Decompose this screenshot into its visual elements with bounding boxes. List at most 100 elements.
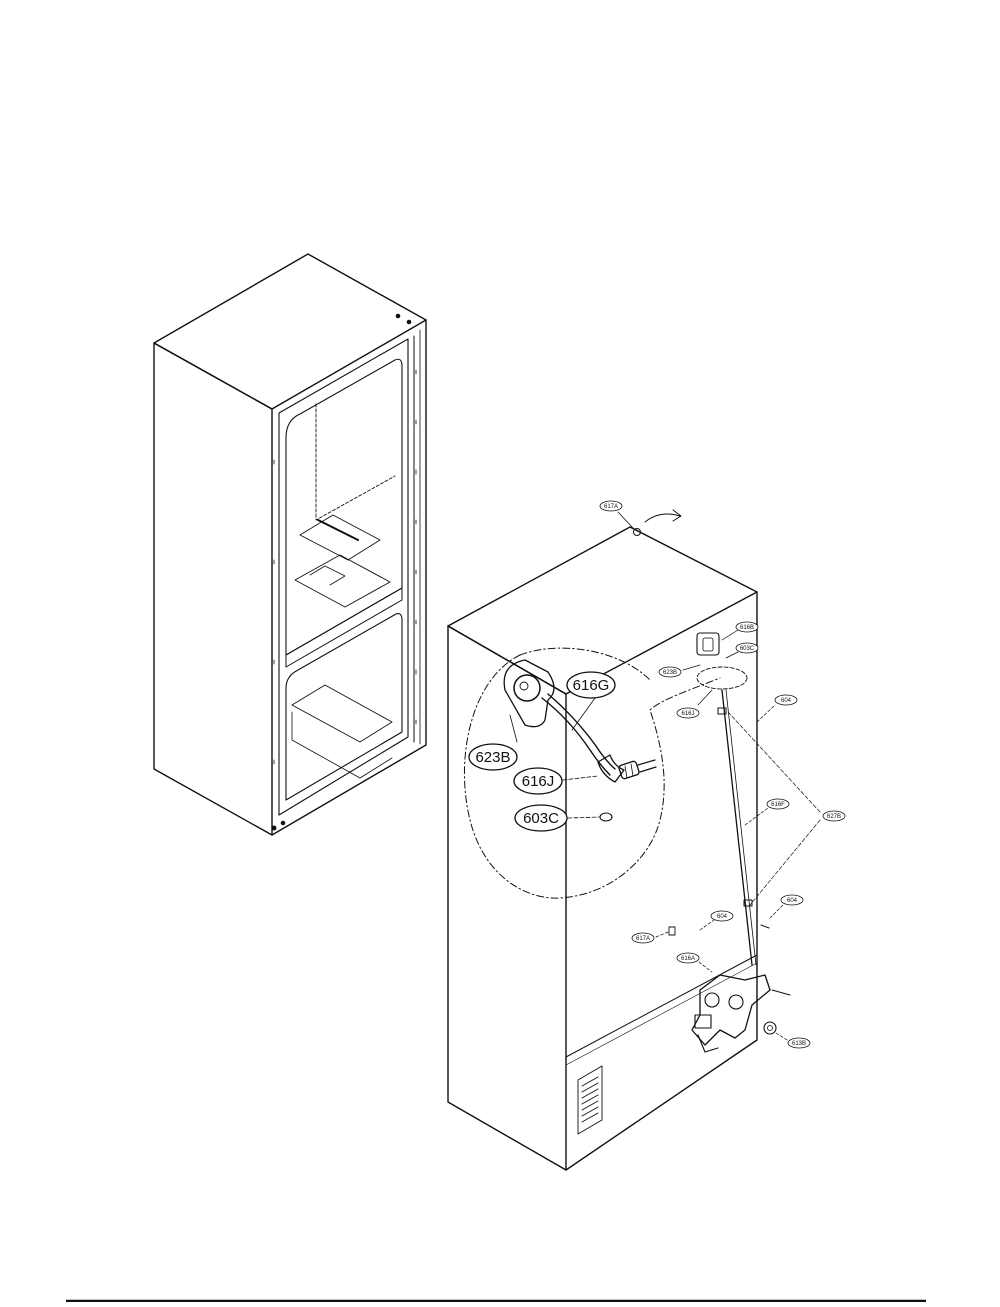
callout-616a-text: 616A	[681, 956, 695, 962]
callout-604-upper: 604	[774, 694, 798, 706]
callout-labels: 616G 623B 616J 603C 617A 616B 603C	[468, 500, 846, 1049]
cabinet-left-side	[153, 342, 273, 836]
water-tube	[721, 689, 753, 966]
callout-604-lower: 604	[780, 894, 804, 906]
leader-616b	[721, 629, 739, 641]
refrigerator-rear-view	[447, 509, 758, 1171]
freezer-basket	[291, 684, 393, 743]
callout-604-upper-text: 604	[781, 698, 792, 704]
leader-627b-up	[727, 711, 821, 813]
inlet-bracket-inner	[702, 637, 714, 652]
cabinet-top-panel	[153, 253, 427, 410]
inlet-flange	[696, 666, 748, 690]
callout-603c: 603C	[514, 804, 568, 832]
leader-627b-down	[749, 819, 821, 906]
shelf-upper	[299, 514, 381, 561]
callout-616j: 616J	[513, 767, 563, 795]
leader-604-upper	[756, 705, 775, 723]
callout-604-lower-text: 604	[787, 898, 798, 904]
divider-panel	[285, 587, 403, 668]
callout-623b-main: 623B	[658, 666, 682, 678]
hinge-screw-top-2	[406, 319, 412, 325]
valve-screw	[771, 989, 791, 996]
callout-603c-main: 603C	[735, 642, 759, 654]
hinge-screw-bottom-2	[280, 820, 286, 826]
fresh-food-opening	[285, 358, 403, 656]
leader-613b	[775, 1032, 788, 1041]
callout-616a: 616A	[676, 952, 700, 964]
detail-inlet-assembly	[503, 659, 657, 822]
leader-604-lower	[769, 904, 784, 919]
machine-compartment-line-2	[565, 962, 758, 1066]
elbow-fitting	[597, 754, 625, 783]
leader-616j	[562, 775, 599, 781]
callout-617a-left: 617A	[631, 932, 655, 944]
screw-617a	[668, 926, 676, 936]
inlet-washer-inner	[767, 1025, 773, 1031]
valve-outlet	[697, 1034, 719, 1053]
ferrule	[599, 812, 613, 822]
callout-616g: 616G	[566, 671, 616, 699]
leader-617a-top	[617, 511, 634, 529]
callout-617a-top: 617A	[599, 500, 623, 512]
callout-616b-text: 616B	[740, 625, 754, 631]
inlet-port	[513, 674, 541, 702]
leader-604-mid	[699, 919, 715, 931]
callout-623b-main-text: 623B	[663, 670, 677, 676]
callout-616j-main: 616J	[676, 707, 700, 719]
leader-616f	[744, 807, 769, 826]
water-valve	[691, 974, 771, 1046]
flex-hose	[541, 697, 611, 776]
leader-616a	[698, 961, 713, 973]
cabinet-front-edge	[271, 319, 427, 836]
gasket-dots	[273, 369, 417, 765]
leader-603c	[567, 816, 600, 819]
leader-616j-main	[697, 689, 713, 706]
leader-623b-main	[682, 664, 701, 671]
callout-623b: 623B	[468, 743, 518, 771]
mounting-plate	[503, 659, 555, 728]
tube-clip-lower	[743, 899, 753, 907]
water-line-assembly	[655, 629, 821, 1053]
valve-solenoid-1	[704, 992, 720, 1008]
water-tube-end	[637, 759, 656, 766]
inlet-bracket	[696, 632, 720, 656]
detail-bubble-outline	[463, 654, 721, 899]
rotation-arrow	[644, 513, 681, 523]
screw-604-right	[760, 924, 770, 929]
callout-616j-main-text: 616J	[681, 711, 694, 717]
callout-616j-text: 616J	[522, 773, 555, 790]
hinge-screw-top	[395, 313, 401, 319]
flex-hose-inner	[547, 693, 616, 770]
crisper-cutout	[309, 565, 346, 586]
inlet-washer	[763, 1021, 777, 1035]
callout-603c-text: 603C	[523, 810, 559, 827]
nut-ridge-2	[630, 763, 634, 777]
callout-616b: 616B	[735, 621, 759, 633]
crisper-drawer	[294, 554, 391, 608]
leader-623b	[509, 714, 518, 743]
callout-623b-text: 623B	[475, 749, 510, 766]
callout-617a-left-text: 617A	[636, 936, 650, 942]
inlet-port-inner	[519, 681, 529, 691]
rear-top-panel	[447, 526, 758, 695]
detail-bubble-outline-2	[519, 647, 651, 681]
tube-clip-upper	[717, 707, 727, 715]
valve-port	[694, 1014, 712, 1029]
front-frame-inner	[278, 338, 409, 816]
fresh-food-back-wall	[315, 403, 396, 521]
water-tube-end-2	[639, 766, 657, 773]
machine-compartment-line	[565, 954, 758, 1058]
callout-627b-text: 627B	[827, 814, 841, 820]
rotation-arrowhead	[672, 509, 682, 522]
callout-617a-top-text: 617A	[604, 504, 618, 510]
top-water-fitting	[633, 528, 641, 536]
leader-603c-main	[725, 651, 739, 659]
callout-616f: 616F	[766, 798, 790, 810]
rear-back-panel	[565, 591, 758, 1171]
callout-616f-text: 616F	[771, 802, 785, 808]
leader-617a-left	[655, 931, 669, 938]
callout-604-mid: 604	[710, 910, 734, 922]
